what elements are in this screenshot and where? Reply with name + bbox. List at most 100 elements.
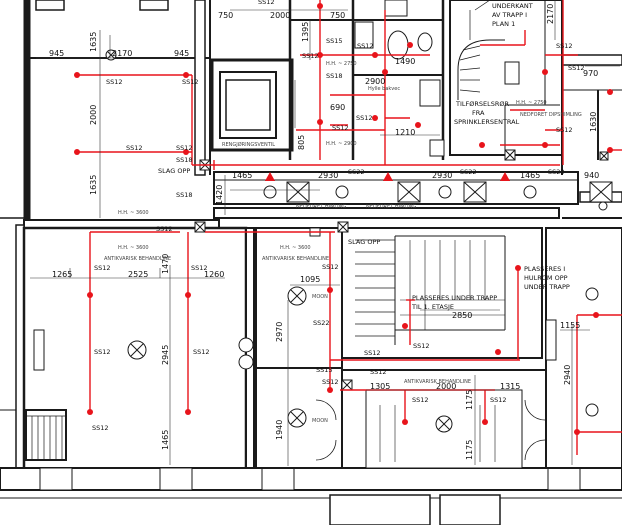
arrows: [265, 172, 510, 181]
dim-945a: 945: [49, 49, 64, 58]
tag-ss22: SS22: [460, 168, 477, 176]
note-slag-mid: SLAG OPP: [348, 238, 380, 246]
tag-ss12: SS12: [413, 342, 430, 350]
dimension-labels: 945 2170 945 1635 2000 1635 750 2000 750…: [49, 4, 599, 460]
dim-1315: 1315: [500, 382, 520, 391]
tag-ss22: SS22: [348, 168, 365, 176]
tag-ss12: SS12: [191, 264, 208, 272]
note-underkant-1: UNDERKANT: [492, 2, 533, 10]
tag-ss12: SS12: [412, 396, 429, 404]
dim-2940: 2940: [563, 365, 572, 385]
tag-ss12: SS12: [370, 368, 387, 376]
tag-ss12: SS12: [490, 396, 507, 404]
note-hh-4: H.H. ~ 2750: [326, 61, 357, 67]
dim-750a: 750: [218, 11, 233, 20]
tag-ss12: SS12: [322, 263, 339, 271]
annotations: SLAG OPP SLAG OPP RENGJØRINGSVENTIL TILF…: [104, 2, 582, 424]
tag-ss12: SS12: [193, 348, 210, 356]
note-plasseres-b2: TIL 1. ETASJE: [411, 303, 454, 311]
dim-1175b: 1175: [465, 440, 474, 460]
note-slag-top: SLAG OPP: [158, 167, 190, 175]
tag-ss12: SS12: [94, 348, 111, 356]
note-underkant-3: PLAN 1: [492, 20, 515, 28]
tag-ss12: SS12: [176, 144, 193, 152]
dim-1260: 1260: [204, 270, 224, 279]
dim-1940: 1940: [275, 420, 284, 440]
tag-ss12: SS12: [302, 52, 319, 60]
tag-ss12: SS12: [94, 264, 111, 272]
note-underkant-2: AV TRAPP I: [492, 11, 527, 19]
tag-ss12: SS12: [356, 114, 373, 122]
note-plasseres-b1: PLASSERES UNDER TRAPP: [412, 294, 497, 302]
tag-ss22: SS22: [548, 168, 565, 176]
tag-ss18: SS18: [326, 72, 343, 80]
tag-ss12: SS12: [106, 78, 123, 86]
note-plasseres-a2: HULROM OPP: [524, 274, 568, 282]
note-hh-1: H.H. ~ 3600: [118, 210, 149, 216]
dim-2170r: 2170: [546, 4, 555, 24]
note-nedforet-2: NEDFORET HIMLING: [366, 204, 416, 210]
dim-750b: 750: [330, 11, 345, 20]
note-plasseres-a1: PLASSERES I: [524, 265, 565, 273]
dim-1395: 1395: [301, 22, 310, 42]
tag-ss12: SS12: [357, 42, 374, 50]
dim-1155: 1155: [560, 321, 580, 330]
pipe-tags: SS12 SS12 SS12 SS12 SS18 SS18 SS12 SS15 …: [92, 0, 585, 432]
note-antikvarisk-2: ANTIKVARISK BEHANDLINE: [262, 256, 329, 262]
note-fra: FRA: [472, 109, 485, 117]
sprinkler-lines: [77, 0, 622, 455]
dim-940: 940: [584, 171, 599, 180]
dim-2000v: 2000: [89, 105, 98, 125]
dim-2930b: 2930: [432, 171, 452, 180]
dim-1265: 1265: [52, 270, 72, 279]
tag-ss15: SS15: [326, 37, 343, 45]
note-rengjoring: RENGJØRINGSVENTIL: [222, 141, 275, 148]
note-antikvarisk-1: ANTIKVARISK BEHANDLINE: [104, 256, 171, 262]
tag-ss12: SS12: [364, 349, 381, 357]
dim-1470: 1470: [161, 254, 170, 274]
tag-ss12: SS12: [322, 378, 339, 386]
note-moon-1: MOON: [312, 294, 328, 300]
dim-1095: 1095: [300, 275, 320, 284]
dim-1305: 1305: [370, 382, 390, 391]
dim-1210: 1210: [395, 128, 415, 137]
dim-2000b: 2000: [436, 382, 456, 391]
note-hylle: Hylle bakvec: [368, 86, 400, 92]
dim-2000t: 2000: [270, 11, 290, 20]
dim-2170: 2170: [112, 49, 132, 58]
dim-2850: 2850: [452, 311, 472, 320]
dim-1490: 1490: [395, 57, 415, 66]
dim-2945: 2945: [161, 345, 170, 365]
tag-ss12: SS12: [556, 42, 573, 50]
dim-945b: 945: [174, 49, 189, 58]
note-nedforet-1: NEDFORET HIMLING: [296, 204, 346, 210]
note-nedforet-3: NEDFORET DIPSHIMLING: [520, 112, 582, 118]
dim-1630: 1630: [589, 112, 598, 132]
dim-1175a: 1175: [465, 390, 474, 410]
dim-805: 805: [297, 135, 306, 150]
dim-1465a: 1465: [232, 171, 252, 180]
dim-1635b: 1635: [89, 175, 98, 195]
tag-ss12: SS12: [182, 78, 199, 86]
tag-ss12: SS12: [332, 124, 349, 132]
dim-2970: 2970: [275, 322, 284, 342]
dim-1635a: 1635: [89, 32, 98, 52]
note-plasseres-a3: UNDER TRAPP: [524, 283, 570, 291]
dim-970: 970: [583, 69, 598, 78]
dim-2900: 2900: [365, 77, 385, 86]
note-hh-6: H.H. ~ 2900: [326, 141, 357, 147]
note-hh-5: H.H. ~ 2750: [516, 100, 547, 106]
dim-2930a: 2930: [318, 171, 338, 180]
tag-ss22: SS22: [313, 319, 330, 327]
note-moon-2: MOON: [312, 418, 328, 424]
note-tilforsel: TILFØRSELSRØR: [455, 100, 509, 108]
tag-ss12: SS12: [92, 424, 109, 432]
note-sprinkler: SPRINKLERSENTRAL: [454, 118, 520, 126]
tag-ss12: SS12: [556, 126, 573, 134]
note-antikvarisk-3: ANTIKVARISK BEHANDLINE: [404, 379, 471, 385]
tag-ss12: SS12: [156, 225, 173, 233]
tag-ss12: SS12: [126, 144, 143, 152]
tag-ss18: SS18: [176, 156, 193, 164]
